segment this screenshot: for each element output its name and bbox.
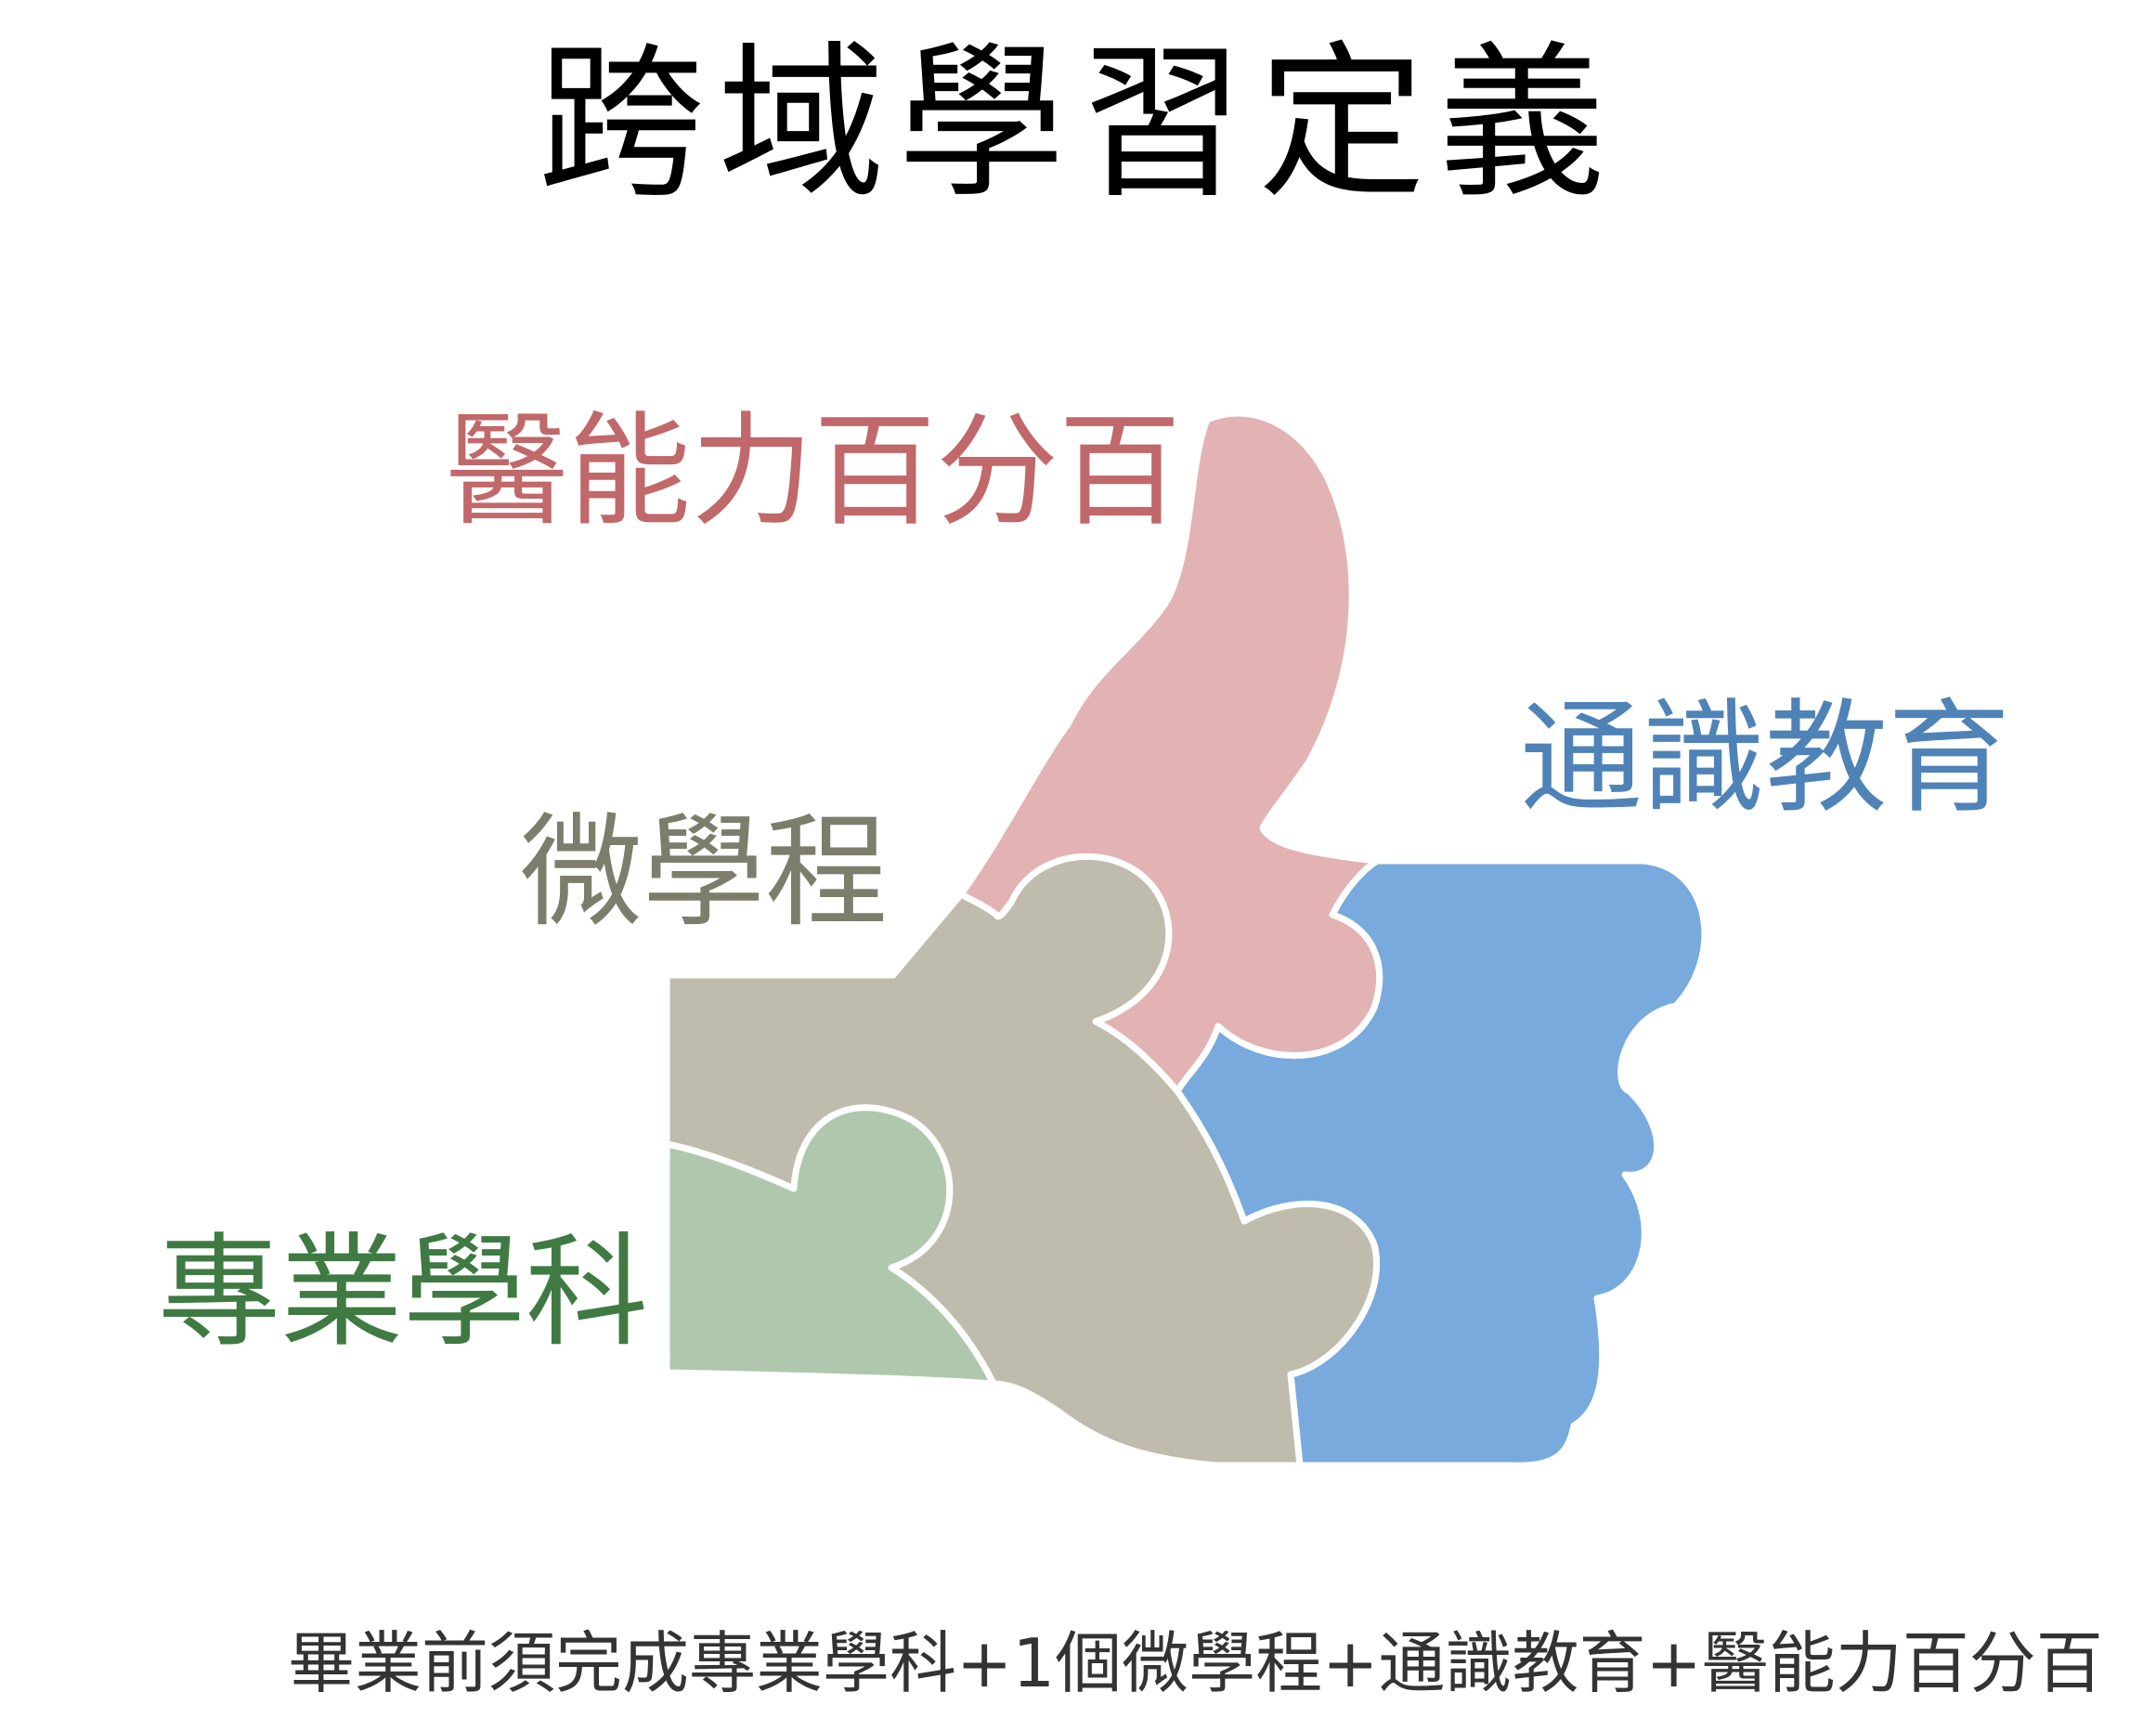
page-title: 跨域學習定義 (537, 27, 1618, 221)
label-major-subject: 專業學科 (158, 1221, 648, 1364)
label-medical-ability: 醫能力百分百 (446, 400, 1181, 543)
puzzle-piece-major-subject (663, 1104, 997, 1387)
label-micro-program: 微學程 (520, 801, 888, 944)
footer-note: 畢業前須完成專業學科+1個微學程+通識教育+醫能力百分百 (288, 1624, 2103, 1702)
label-general-education: 通識教育 (1520, 687, 2010, 830)
